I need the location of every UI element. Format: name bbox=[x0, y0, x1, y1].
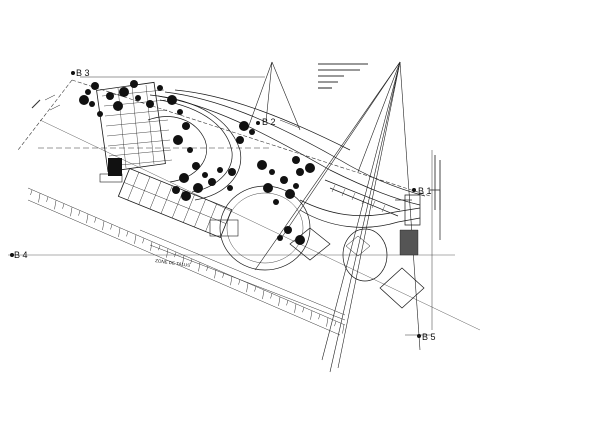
slope-tick bbox=[254, 286, 257, 292]
tree-symbol bbox=[257, 160, 267, 170]
tree-symbol bbox=[91, 82, 99, 90]
tree-symbol bbox=[236, 136, 244, 144]
tree-symbol bbox=[193, 183, 203, 193]
slope-tick bbox=[134, 234, 137, 244]
tree-symbol bbox=[157, 85, 163, 91]
tree-symbol bbox=[85, 89, 91, 95]
slope-embankment bbox=[27, 187, 346, 336]
tree-symbol bbox=[217, 167, 223, 173]
tree-symbol bbox=[192, 162, 200, 170]
tree-symbol bbox=[187, 147, 193, 153]
slope-tick bbox=[158, 245, 161, 251]
tree-symbol bbox=[228, 168, 236, 176]
tree-symbol bbox=[89, 101, 95, 107]
tree-symbol bbox=[249, 129, 255, 135]
tree-symbol bbox=[172, 186, 180, 194]
slope-tick bbox=[118, 227, 121, 237]
tree-symbol bbox=[130, 80, 138, 88]
slope-tick bbox=[278, 296, 281, 306]
tree-symbol bbox=[79, 95, 89, 105]
slope-tick bbox=[214, 269, 217, 279]
slope-tick bbox=[86, 214, 89, 224]
slope-tick bbox=[38, 193, 41, 203]
slope-tick bbox=[342, 324, 345, 334]
annotation-blocks bbox=[31, 63, 441, 210]
tree-symbol bbox=[284, 226, 292, 234]
tree-symbol bbox=[277, 235, 283, 241]
slope-tick bbox=[270, 293, 273, 299]
slope-tick bbox=[126, 231, 129, 237]
dimension-ticks bbox=[44, 94, 301, 129]
slope-tick bbox=[238, 279, 241, 285]
sight-lines-fan bbox=[247, 61, 421, 373]
tree-symbol bbox=[106, 92, 114, 100]
trees bbox=[79, 80, 315, 245]
tree-symbol bbox=[167, 95, 177, 105]
tree-symbol bbox=[208, 178, 216, 186]
slope-tick bbox=[62, 203, 65, 209]
tree-symbol bbox=[182, 122, 190, 130]
slope-tick bbox=[318, 314, 321, 320]
slope-tick bbox=[142, 238, 145, 244]
tree-symbol bbox=[269, 169, 275, 175]
building-complex-north bbox=[96, 81, 173, 183]
tree-symbol bbox=[177, 109, 183, 115]
tree-symbol bbox=[305, 163, 315, 173]
slope-tick bbox=[94, 217, 97, 223]
slope-tick bbox=[182, 255, 185, 265]
slope-tick bbox=[30, 189, 33, 196]
tree-symbol bbox=[135, 95, 141, 101]
slope-tick bbox=[78, 210, 81, 216]
slope-tick bbox=[286, 300, 289, 306]
tree-symbol bbox=[202, 172, 208, 178]
tree-symbol bbox=[293, 183, 299, 189]
tree-symbol bbox=[146, 100, 154, 108]
slope-tick bbox=[166, 248, 169, 258]
tree-symbol bbox=[292, 156, 300, 164]
access-road bbox=[299, 179, 421, 228]
slope-tick bbox=[230, 276, 233, 286]
slope-tick bbox=[70, 207, 73, 217]
slope-tick bbox=[190, 258, 193, 265]
tree-symbol bbox=[239, 121, 249, 131]
slope-tick bbox=[54, 200, 57, 210]
tree-symbol bbox=[280, 176, 288, 184]
slope-tick bbox=[206, 265, 209, 271]
slope-tick bbox=[326, 317, 329, 327]
section-markers: B 3 B 2 B 4 B 1 B 5 bbox=[10, 68, 436, 342]
construction-lines bbox=[8, 76, 481, 336]
marker-b5: B 5 bbox=[422, 332, 436, 342]
tree-symbol bbox=[181, 191, 191, 201]
slope-tick bbox=[246, 283, 249, 293]
slope-tick bbox=[334, 321, 337, 327]
slope-tick bbox=[262, 290, 265, 300]
marker-b1: B 1 bbox=[418, 186, 432, 196]
tree-symbol bbox=[113, 101, 123, 111]
slope-tick bbox=[222, 272, 225, 278]
tree-symbol bbox=[179, 173, 189, 183]
slope-tick bbox=[46, 196, 49, 202]
slope-tick bbox=[110, 224, 113, 230]
marker-b4: B 4 bbox=[14, 250, 28, 260]
slope-tick bbox=[294, 303, 297, 313]
marker-b2: B 2 bbox=[262, 117, 276, 127]
tree-symbol bbox=[296, 168, 304, 176]
slope-tick bbox=[150, 241, 153, 251]
slope-tick bbox=[302, 307, 305, 313]
slope-tick bbox=[102, 221, 105, 231]
tree-symbol bbox=[173, 135, 183, 145]
marker-b3: B 3 bbox=[76, 68, 90, 78]
zone-label: ZONE DE TALUS bbox=[155, 258, 191, 268]
tree-symbol bbox=[295, 235, 305, 245]
slope-tick bbox=[310, 310, 313, 320]
tree-symbol bbox=[97, 111, 103, 117]
tree-symbol bbox=[227, 185, 233, 191]
tree-symbol bbox=[285, 189, 295, 199]
tree-symbol bbox=[263, 183, 273, 193]
tree-symbol bbox=[273, 199, 279, 205]
tree-symbol bbox=[119, 87, 129, 97]
